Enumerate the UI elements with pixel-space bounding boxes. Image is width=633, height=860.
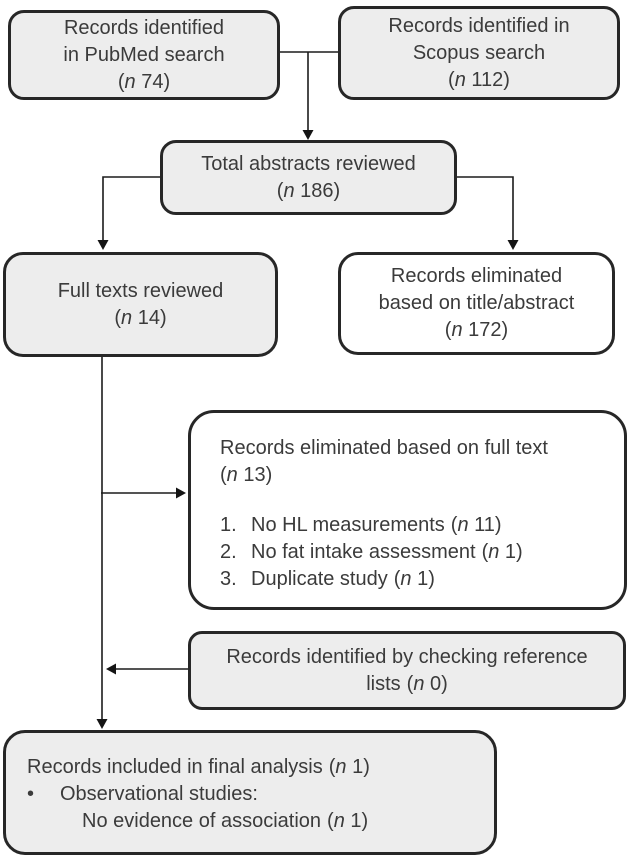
arrowhead-into-main-line xyxy=(106,663,116,675)
box-text-line: Full texts reviewed xyxy=(57,279,224,302)
n-count: (n 13) xyxy=(220,464,273,486)
n-count: (n 74) xyxy=(117,70,171,93)
box-scopus-records: Records identified in Scopus search (n 1… xyxy=(338,6,620,100)
box-text-line: in PubMed search xyxy=(63,43,225,66)
box-text-line: based on title/abstract xyxy=(378,292,575,314)
total-to-fulltexts-line xyxy=(102,176,160,242)
box-text-line: Records included in final analysis(n 1) xyxy=(27,754,370,781)
n-count: (n 1) xyxy=(328,756,370,778)
box-final-analysis: Records included in final analysis(n 1) … xyxy=(3,730,497,855)
box-eliminated-full-text: Records eliminated based on full text (n… xyxy=(188,410,627,610)
box-eliminated-title-abstract: Records eliminated based on title/abstra… xyxy=(338,252,615,355)
n-count: (n 11) xyxy=(450,514,502,536)
bullet-text: Observational studies: xyxy=(60,783,258,805)
bullet-marker: • xyxy=(27,783,35,805)
n-count: (n 112) xyxy=(448,68,510,91)
sub-result-line: No evidence of association(n 1) xyxy=(27,808,368,835)
box-text-line: Records eliminated based on full text xyxy=(220,437,548,459)
n-count: (n 1) xyxy=(327,810,369,832)
box-text-fragment: Records included in final analysis xyxy=(27,756,323,778)
item-number: 2. xyxy=(220,541,237,563)
n-count: (n 1) xyxy=(393,568,435,590)
arrowhead-into-final xyxy=(96,719,108,729)
n-count: (n 186) xyxy=(276,179,341,202)
box-text-line: Records eliminated xyxy=(390,265,563,287)
box-text-line: Total abstracts reviewed xyxy=(201,152,416,175)
total-to-eliminated-line xyxy=(457,176,514,242)
bullet-line: • Observational studies: xyxy=(27,781,258,808)
arrowhead-into-fulltexts xyxy=(97,240,109,250)
box-full-texts-reviewed: Full texts reviewed (n 14) xyxy=(3,252,278,357)
n-count: (n 0) xyxy=(406,672,448,695)
box-text-line: Records identified in xyxy=(388,14,570,37)
box-text-fragment: No evidence of association xyxy=(82,810,322,832)
box-reference-lists: Records identified by checking reference… xyxy=(188,631,626,710)
arrowhead-into-total xyxy=(302,130,314,140)
item-number: 3. xyxy=(220,568,237,590)
box-total-abstracts: Total abstracts reviewed (n 186) xyxy=(160,140,457,215)
box-text-line: lists(n 0) xyxy=(366,671,448,698)
arrowhead-into-fulltext-elim xyxy=(176,487,186,499)
box-text-line: Scopus search xyxy=(412,41,546,64)
elimination-reason-item: 3. Duplicate study(n 1) xyxy=(220,566,435,593)
box-text-line: Records identified by checking reference xyxy=(226,645,588,668)
item-text: No HL measurements xyxy=(251,514,445,536)
item-text: Duplicate study xyxy=(251,568,388,590)
n-count: (n 1) xyxy=(481,541,523,563)
item-number: 1. xyxy=(220,514,237,536)
n-count: (n 172) xyxy=(444,319,509,341)
box-text-fragment: lists xyxy=(366,672,401,695)
box-pubmed-records: Records identified in PubMed search (n 7… xyxy=(8,10,280,100)
elimination-reason-item: 2. No fat intake assessment(n 1) xyxy=(220,539,523,566)
n-count: (n 14) xyxy=(114,306,167,329)
item-text: No fat intake assessment xyxy=(251,541,476,563)
arrowhead-into-eliminated-title xyxy=(507,240,519,250)
box-text-line: Records identified xyxy=(63,16,225,39)
elimination-reason-item: 1. No HL measurements(n 11) xyxy=(220,512,502,539)
